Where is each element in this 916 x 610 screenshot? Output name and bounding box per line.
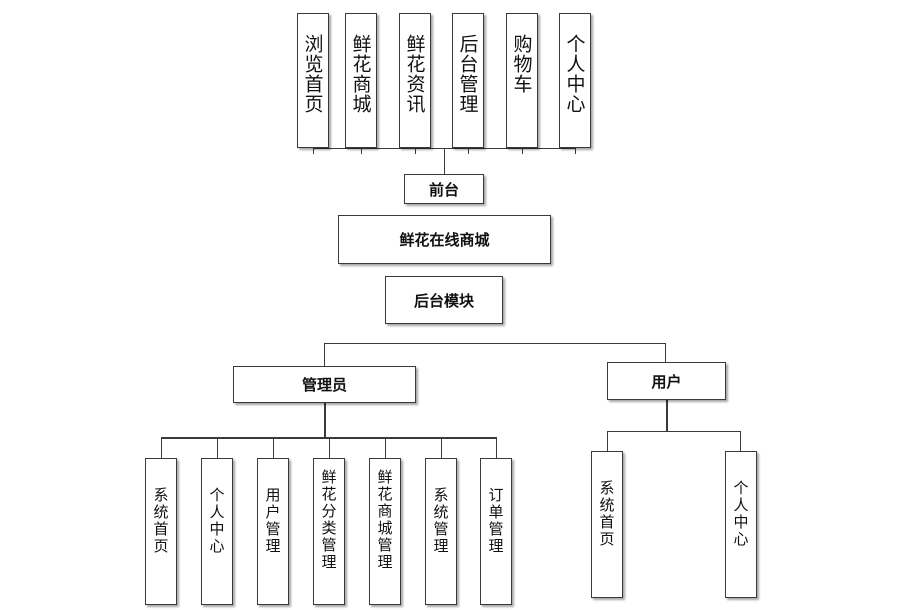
admin-module-label: 鲜花商城管理 — [375, 469, 394, 571]
frontend-module-label: 浏览首页 — [301, 34, 324, 114]
admin-module-box: 个人中心 — [201, 458, 233, 605]
frontend-box: 前台 — [404, 174, 484, 204]
connector-line — [740, 431, 741, 451]
connector-line — [607, 431, 608, 451]
frontend-label: 前台 — [428, 180, 459, 199]
user-module-box: 系统首页 — [591, 451, 623, 598]
admin-module-label: 鲜花分类管理 — [319, 469, 338, 571]
frontend-module-box: 购物车 — [506, 13, 538, 148]
connector-line — [324, 403, 326, 437]
connector-line — [361, 148, 362, 154]
admin-module-label: 订单管理 — [486, 487, 505, 555]
user-label: 用户 — [651, 372, 682, 391]
frontend-module-box: 鲜花资讯 — [399, 13, 431, 148]
connector-line — [161, 437, 162, 458]
frontend-module-label: 后台管理 — [456, 34, 479, 114]
frontend-module-label: 鲜花资讯 — [403, 34, 426, 114]
admin-module-label: 用户管理 — [263, 487, 282, 555]
frontend-module-label: 购物车 — [510, 34, 533, 94]
admin-module-box: 用户管理 — [257, 458, 289, 605]
frontend-module-label: 个人中心 — [563, 34, 586, 114]
admin-module-label: 系统首页 — [151, 487, 170, 555]
user-module-box: 个人中心 — [725, 451, 757, 598]
frontend-module-label: 鲜花商城 — [349, 34, 372, 114]
root-label: 鲜花在线商城 — [399, 231, 490, 249]
connector-line — [415, 148, 416, 154]
connector-line — [441, 437, 442, 458]
backend-label: 后台模块 — [413, 291, 474, 310]
admin-module-box: 订单管理 — [480, 458, 512, 605]
admin-box: 管理员 — [233, 366, 416, 403]
admin-module-label: 个人中心 — [207, 487, 226, 555]
root-box: 鲜花在线商城 — [338, 215, 551, 264]
admin-module-box: 鲜花分类管理 — [313, 458, 345, 605]
admin-label: 管理员 — [301, 376, 347, 394]
connector-line — [444, 148, 445, 174]
connector-line — [324, 343, 325, 366]
connector-line — [313, 148, 314, 154]
connector-line — [468, 148, 469, 154]
connector-line — [666, 400, 668, 431]
connector-line — [665, 343, 666, 362]
connector-line — [329, 437, 330, 458]
admin-module-box: 系统管理 — [425, 458, 457, 605]
connector-line — [607, 431, 741, 432]
user-box: 用户 — [607, 362, 726, 400]
backend-box: 后台模块 — [385, 276, 503, 324]
frontend-module-box: 浏览首页 — [297, 13, 329, 148]
admin-module-box: 鲜花商城管理 — [369, 458, 401, 605]
user-module-label: 系统首页 — [597, 480, 616, 548]
connector-line — [522, 148, 523, 154]
frontend-module-box: 鲜花商城 — [345, 13, 377, 148]
frontend-module-box: 后台管理 — [452, 13, 484, 148]
admin-module-box: 系统首页 — [145, 458, 177, 605]
connector-line — [496, 437, 497, 458]
user-module-label: 个人中心 — [731, 480, 750, 548]
frontend-module-box: 个人中心 — [559, 13, 591, 148]
connector-line — [385, 437, 386, 458]
connector-line — [324, 343, 666, 344]
connector-line — [273, 437, 274, 458]
connector-line — [575, 148, 576, 154]
connector-line — [217, 437, 218, 458]
admin-module-label: 系统管理 — [431, 487, 450, 555]
